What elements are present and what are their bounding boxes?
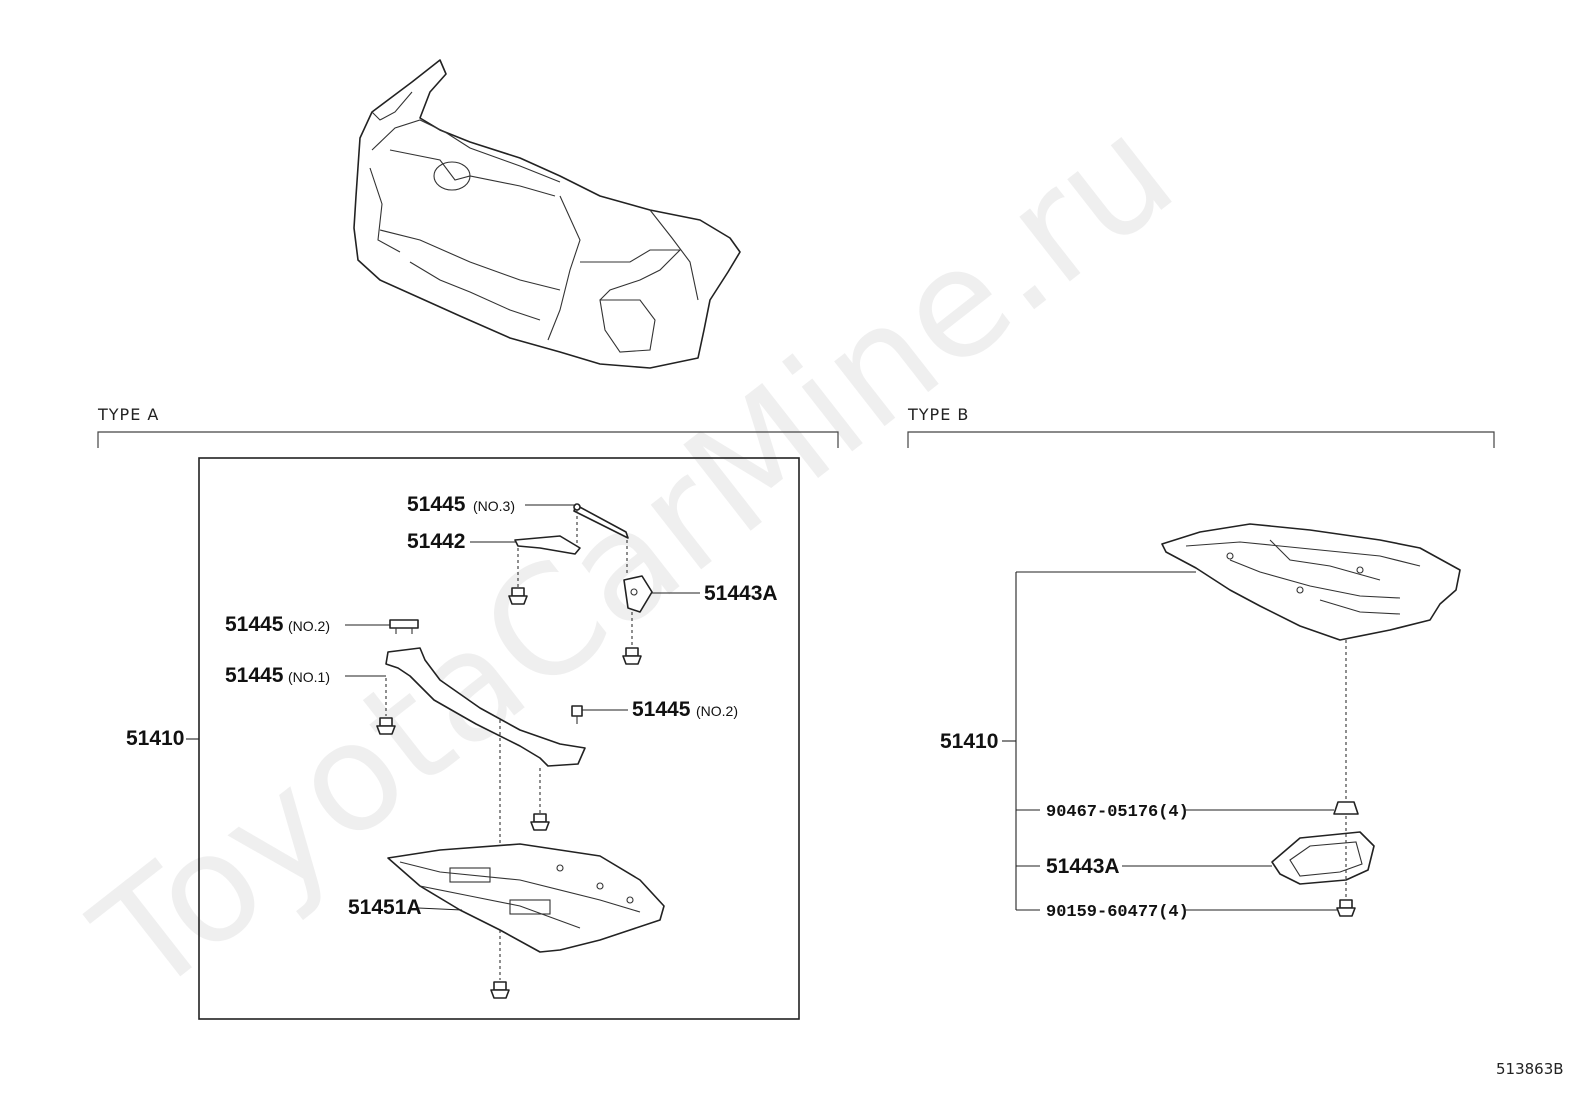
label-51445-no3-qualifier: (NO.3) <box>473 498 515 514</box>
part-51442-bracket <box>514 510 581 588</box>
bolt-icon <box>1336 899 1356 917</box>
part-51443a-bracket <box>623 575 653 648</box>
bolt-icon <box>530 813 550 831</box>
part-51445-no2-clip <box>389 619 419 634</box>
label-51445-no3: 51445 <box>407 493 466 516</box>
part-51451a-under-cover <box>387 843 665 953</box>
part-51443a-shield <box>1271 816 1375 900</box>
part-51445-no2-clip <box>571 705 583 724</box>
label-90159-60477: 90159-60477(4) <box>1046 903 1189 922</box>
label-51445-no1: 51445 <box>225 664 284 687</box>
type-a-bracket <box>97 431 839 448</box>
label-51445-no2-top-qualifier: (NO.2) <box>288 618 330 634</box>
label-51445-no2-right-qualifier: (NO.2) <box>696 703 738 719</box>
type-b-assembly-label: 51410 <box>940 730 998 753</box>
type-a-heading: TYPE A <box>97 405 159 424</box>
label-51442: 51442 <box>407 530 465 553</box>
label-51451a: 51451A <box>348 896 422 919</box>
label-51445-no2-right: 51445 <box>632 698 691 721</box>
type-b-heading: TYPE B <box>907 405 969 424</box>
bolt-icon <box>376 717 396 735</box>
part-51445-no1-bar <box>385 647 586 980</box>
bolt-icon <box>508 587 528 605</box>
type-b-bracket <box>907 431 1495 448</box>
part-90467-clip-nut <box>1333 801 1359 815</box>
label-51445-no2-top: 51445 <box>225 613 284 636</box>
figure-id: 513863B <box>1496 1060 1564 1078</box>
bolt-icon <box>490 981 510 999</box>
front-bumper-illustration <box>353 59 741 369</box>
label-51443a-type-b: 51443A <box>1046 855 1120 878</box>
label-51443a-type-a: 51443A <box>704 582 778 605</box>
part-engine-under-cover <box>1161 523 1461 800</box>
bolt-icon <box>622 647 642 665</box>
label-90467-05176: 90467-05176(4) <box>1046 803 1189 822</box>
type-a-assembly-label: 51410 <box>126 727 184 750</box>
label-51445-no1-qualifier: (NO.1) <box>288 669 330 685</box>
